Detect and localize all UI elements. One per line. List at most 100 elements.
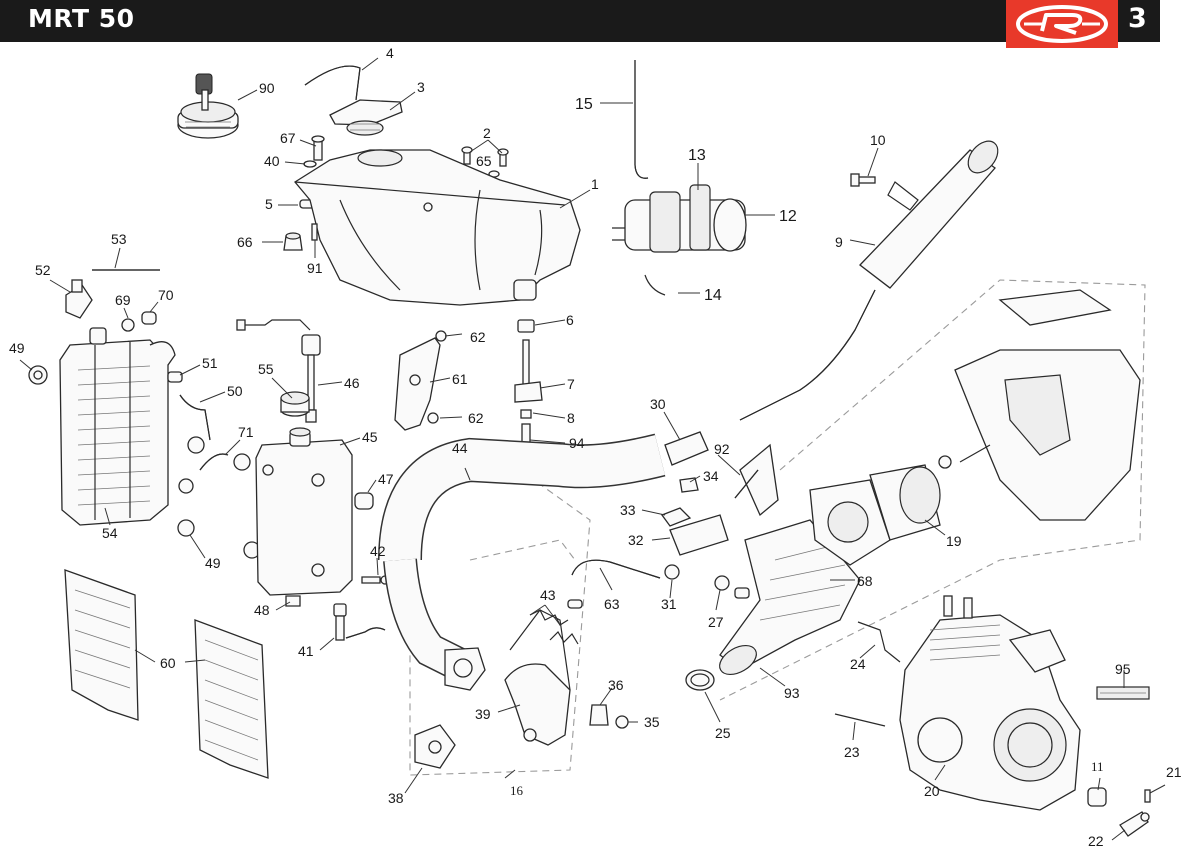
silencer-part <box>739 140 999 421</box>
callout-1: 1 <box>591 176 599 192</box>
callout-54: 54 <box>102 525 118 541</box>
page-title: MRT 50 <box>28 4 135 33</box>
callout-19: 19 <box>946 533 962 549</box>
callout-67: 67 <box>280 130 296 146</box>
callout-15: 15 <box>575 96 593 113</box>
callout-95: 95 <box>1115 661 1131 677</box>
expansion-tank-cap-part <box>280 391 310 417</box>
ignition-unit-part <box>612 60 747 296</box>
callout-62-top: 62 <box>470 329 486 345</box>
radiator-guard-right-part <box>194 619 269 779</box>
callout-33: 33 <box>620 502 636 518</box>
callout-63: 63 <box>604 596 620 612</box>
callout-94: 94 <box>569 435 585 451</box>
callout-6: 6 <box>566 312 574 328</box>
callout-66: 66 <box>237 234 253 250</box>
callout-44: 44 <box>452 440 468 456</box>
fuel-petcock-part <box>514 319 543 455</box>
callout-50: 50 <box>227 383 243 399</box>
callout-41: 41 <box>298 643 314 659</box>
exhaust-sleeve-part <box>664 431 709 466</box>
exhaust-manifold-part <box>504 609 571 746</box>
callout-42: 42 <box>370 543 386 559</box>
callout-53: 53 <box>111 231 127 247</box>
callout-12: 12 <box>779 208 797 225</box>
fuel-tank-part <box>294 149 581 306</box>
callout-39: 39 <box>475 706 491 722</box>
callout-68: 68 <box>857 573 873 589</box>
callout-7: 7 <box>567 376 575 392</box>
callout-11: 11 <box>1091 759 1104 774</box>
callout-8: 8 <box>567 410 575 426</box>
engine-part <box>899 595 1081 811</box>
callout-13: 13 <box>688 147 706 164</box>
callout-47: 47 <box>378 471 394 487</box>
callout-60: 60 <box>160 655 176 671</box>
callout-10: 10 <box>870 132 886 148</box>
callout-35: 35 <box>644 714 660 730</box>
callout-21: 21 <box>1166 764 1182 780</box>
reed-valve-part <box>660 477 729 556</box>
callout-51: 51 <box>202 355 218 371</box>
page-number: 3 <box>1128 3 1147 34</box>
callout-49-top: 49 <box>9 340 25 356</box>
callout-48: 48 <box>254 602 270 618</box>
callout-43: 43 <box>540 587 556 603</box>
callout-69: 69 <box>115 292 131 308</box>
callout-30: 30 <box>650 396 666 412</box>
exhaust-springs-part <box>529 599 583 645</box>
radiator-part <box>59 327 176 526</box>
callout-65: 65 <box>476 153 492 169</box>
radiator-guard-left-part <box>64 569 139 721</box>
expansion-tank-part <box>255 427 353 596</box>
callout-38: 38 <box>388 790 404 806</box>
tank-bracket-part <box>394 330 447 431</box>
callout-3: 3 <box>417 79 425 95</box>
callout-62-bottom: 62 <box>468 410 484 426</box>
callout-52: 52 <box>35 262 51 278</box>
callout-71: 71 <box>238 424 254 440</box>
airbox-part <box>938 289 1141 521</box>
callout-23: 23 <box>844 744 860 760</box>
assembly-outlines <box>409 279 1146 776</box>
callout-31: 31 <box>661 596 677 612</box>
tank-mount-part <box>283 223 318 251</box>
callout-46: 46 <box>344 375 360 391</box>
callout-40: 40 <box>264 153 280 169</box>
callout-14: 14 <box>704 287 722 304</box>
callout-70: 70 <box>158 287 174 303</box>
breather-hose-part <box>304 65 361 101</box>
callout-22: 22 <box>1088 833 1104 849</box>
callout-2: 2 <box>483 125 491 141</box>
carburetor-part <box>809 464 941 566</box>
level-sensor-part <box>236 319 321 423</box>
callout-34: 34 <box>703 468 719 484</box>
rieju-logo-icon <box>1006 0 1118 48</box>
callout-45: 45 <box>362 429 378 445</box>
callout-49-bottom: 49 <box>205 555 221 571</box>
drain-valve-part <box>333 603 386 641</box>
callout-25: 25 <box>715 725 731 741</box>
callout-4: 4 <box>386 45 394 61</box>
callout-16: 16 <box>510 783 524 798</box>
expansion-chamber-part <box>378 433 666 691</box>
fuel-cap-part <box>177 73 239 139</box>
callout-32: 32 <box>628 532 644 548</box>
callout-61: 61 <box>452 371 468 387</box>
leader-lines <box>19 57 1166 841</box>
callout-91: 91 <box>307 260 323 276</box>
callout-93: 93 <box>784 685 800 701</box>
callout-55: 55 <box>258 361 274 377</box>
header-bar: MRT 50 <box>0 0 1160 42</box>
callout-24: 24 <box>850 656 866 672</box>
callout-36: 36 <box>608 677 624 693</box>
callout-9: 9 <box>835 234 843 250</box>
radiator-cap-part <box>65 279 93 319</box>
callout-92: 92 <box>714 441 730 457</box>
filler-neck-part <box>329 99 403 136</box>
callout-90: 90 <box>259 80 275 96</box>
callout-27: 27 <box>708 614 724 630</box>
callout-labels: 4 3 90 67 40 5 2 65 1 66 91 53 52 69 70 … <box>9 45 1182 849</box>
callout-20: 20 <box>924 783 940 799</box>
